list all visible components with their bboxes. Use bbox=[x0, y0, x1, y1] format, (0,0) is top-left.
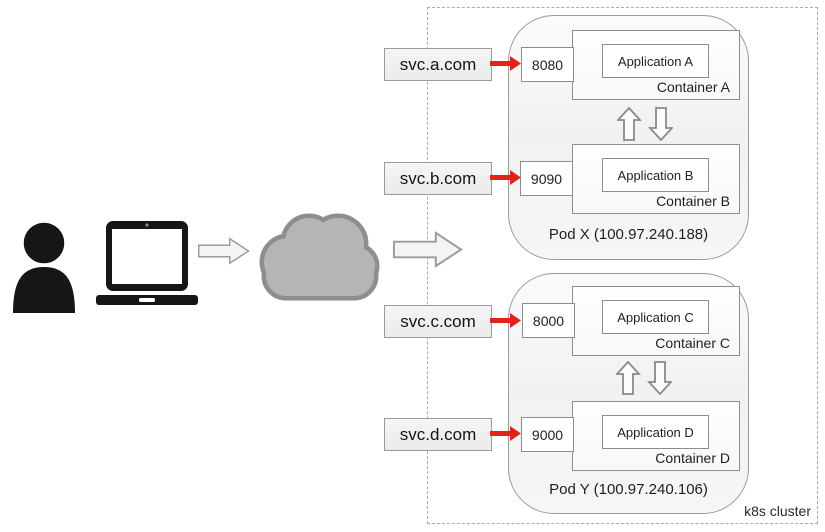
flow-arrow-icon bbox=[198, 237, 250, 265]
service-box-svc-c: svc.c.com bbox=[384, 305, 492, 338]
route-arrow-head bbox=[510, 170, 521, 185]
person-head bbox=[20, 219, 68, 267]
application-d-box: Application D bbox=[602, 415, 709, 449]
container-c: Application C Container C bbox=[572, 286, 740, 356]
service-box-svc-a: svc.a.com bbox=[384, 48, 492, 81]
pod-y-label: Pod Y (100.97.240.106) bbox=[549, 481, 708, 498]
service-box-svc-b: svc.b.com bbox=[384, 162, 492, 195]
up-arrow-icon bbox=[617, 107, 643, 141]
route-arrow-shaft bbox=[490, 61, 510, 66]
route-arrow-shaft bbox=[490, 318, 510, 323]
pod-x-label: Pod X (100.97.240.188) bbox=[548, 226, 709, 243]
application-a-label: Application A bbox=[617, 53, 694, 69]
application-d-label: Application D bbox=[617, 424, 694, 440]
application-b-label: Application B bbox=[617, 167, 694, 183]
laptop-camera-dot bbox=[145, 223, 149, 227]
laptop-screen bbox=[112, 229, 182, 284]
route-arrow-shaft bbox=[490, 175, 510, 180]
person-body bbox=[13, 267, 75, 313]
route-arrow-head bbox=[510, 56, 521, 71]
container-a-label: Container A bbox=[656, 79, 730, 95]
route-arrow-icon bbox=[490, 56, 521, 71]
application-a-box: Application A bbox=[602, 44, 709, 78]
container-d-label: Container D bbox=[655, 450, 730, 466]
route-arrow-icon bbox=[490, 313, 521, 328]
flow-arrow-shape bbox=[198, 237, 250, 265]
laptop-icon bbox=[96, 221, 198, 305]
application-c-box: Application C bbox=[602, 300, 709, 334]
container-b-label: Container B bbox=[656, 193, 730, 209]
container-b: Application B Container B bbox=[572, 144, 740, 214]
k8s-cluster-label: k8s cluster bbox=[744, 503, 811, 519]
port-box-8000: 8000 bbox=[522, 303, 575, 338]
route-arrow-icon bbox=[490, 426, 521, 441]
cloud-icon bbox=[254, 206, 381, 301]
route-arrow-head bbox=[510, 426, 521, 441]
application-c-label: Application C bbox=[617, 309, 694, 325]
person-icon bbox=[13, 219, 75, 313]
down-arrow-icon bbox=[646, 361, 672, 395]
container-d: Application D Container D bbox=[572, 401, 740, 471]
cloud-fill bbox=[264, 218, 375, 296]
container-c-label: Container C bbox=[655, 335, 730, 351]
port-box-8080: 8080 bbox=[521, 47, 574, 82]
port-box-9000: 9000 bbox=[521, 417, 574, 452]
exchange-arrows-icon bbox=[617, 107, 673, 141]
container-a: Application A Container A bbox=[572, 30, 740, 100]
route-arrow-shaft bbox=[490, 431, 510, 436]
up-arrow-icon bbox=[616, 361, 642, 395]
port-box-9090: 9090 bbox=[520, 161, 573, 196]
k8s-cluster-boundary: k8s cluster bbox=[427, 7, 818, 524]
down-arrow-icon bbox=[647, 107, 673, 141]
flow-arrow-icon bbox=[392, 231, 463, 268]
route-arrow-icon bbox=[490, 170, 521, 185]
application-b-box: Application B bbox=[602, 158, 709, 192]
route-arrow-head bbox=[510, 313, 521, 328]
service-box-svc-d: svc.d.com bbox=[384, 418, 492, 451]
flow-arrow-shape bbox=[392, 231, 463, 268]
laptop-base-notch bbox=[139, 298, 155, 302]
exchange-arrows-icon bbox=[616, 361, 672, 395]
